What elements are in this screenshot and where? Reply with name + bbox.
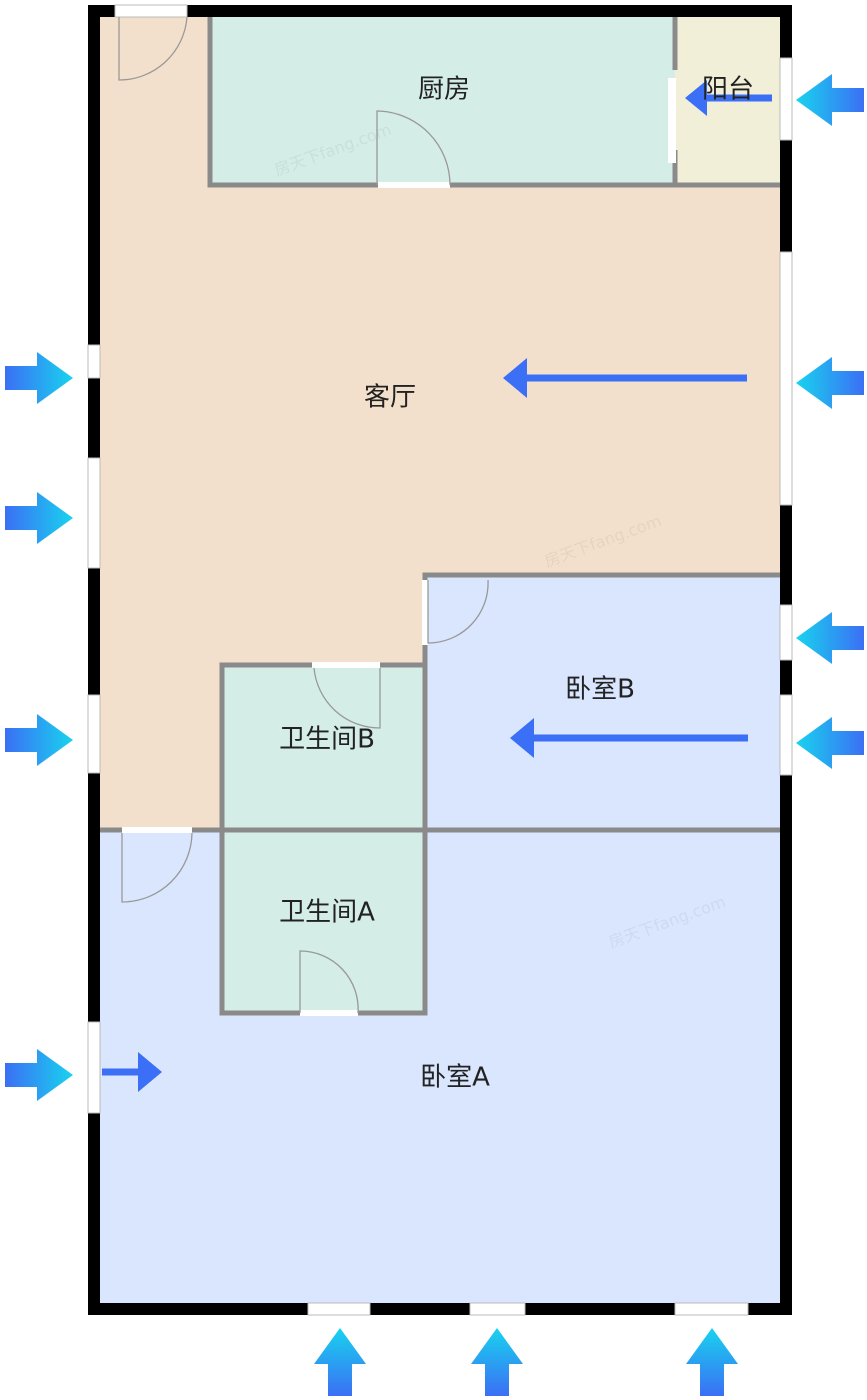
wind-arrow-icon (5, 492, 73, 544)
windows (87, 4, 793, 1316)
wind-arrow-icon (796, 612, 864, 664)
room-label-bedroom-b: 卧室B (565, 675, 635, 705)
wind-arrow-icon (796, 717, 864, 769)
kitchen-area (210, 17, 675, 185)
wind-arrows-left (5, 352, 73, 1101)
balcony-opening (668, 78, 676, 163)
bathroom-a-area (222, 830, 425, 1013)
wind-arrow-icon (314, 1328, 366, 1396)
room-label-balcony: 阳台 (702, 75, 754, 105)
living-room-area (100, 17, 780, 830)
wind-arrow-icon (471, 1328, 523, 1396)
wind-arrow-icon (5, 352, 73, 404)
wind-arrows-bottom (314, 1328, 738, 1396)
airflow-arrow-bedroom-a (102, 1052, 162, 1092)
room-label-kitchen: 厨房 (418, 75, 470, 105)
room-label-living-room: 客厅 (364, 383, 416, 413)
room-label-bathroom-b: 卫生间B (279, 725, 375, 755)
airflow-arrow-living (503, 358, 747, 398)
wind-arrow-icon (796, 74, 864, 126)
room-label-bathroom-a: 卫生间A (279, 898, 375, 928)
wind-arrow-icon (796, 357, 864, 409)
wind-arrow-icon (5, 1049, 73, 1101)
door-swings (118, 16, 489, 1014)
wind-arrow-icon (686, 1328, 738, 1396)
room-label-bedroom-a: 卧室A (420, 1063, 490, 1093)
bedroom-b-area (425, 575, 780, 830)
airflow-arrow-bedroom-b (510, 718, 748, 758)
wind-arrow-icon (5, 714, 73, 766)
bathroom-b-area (222, 665, 425, 830)
wind-arrows-right (796, 74, 864, 769)
airflow-arrow-balcony (685, 80, 772, 116)
